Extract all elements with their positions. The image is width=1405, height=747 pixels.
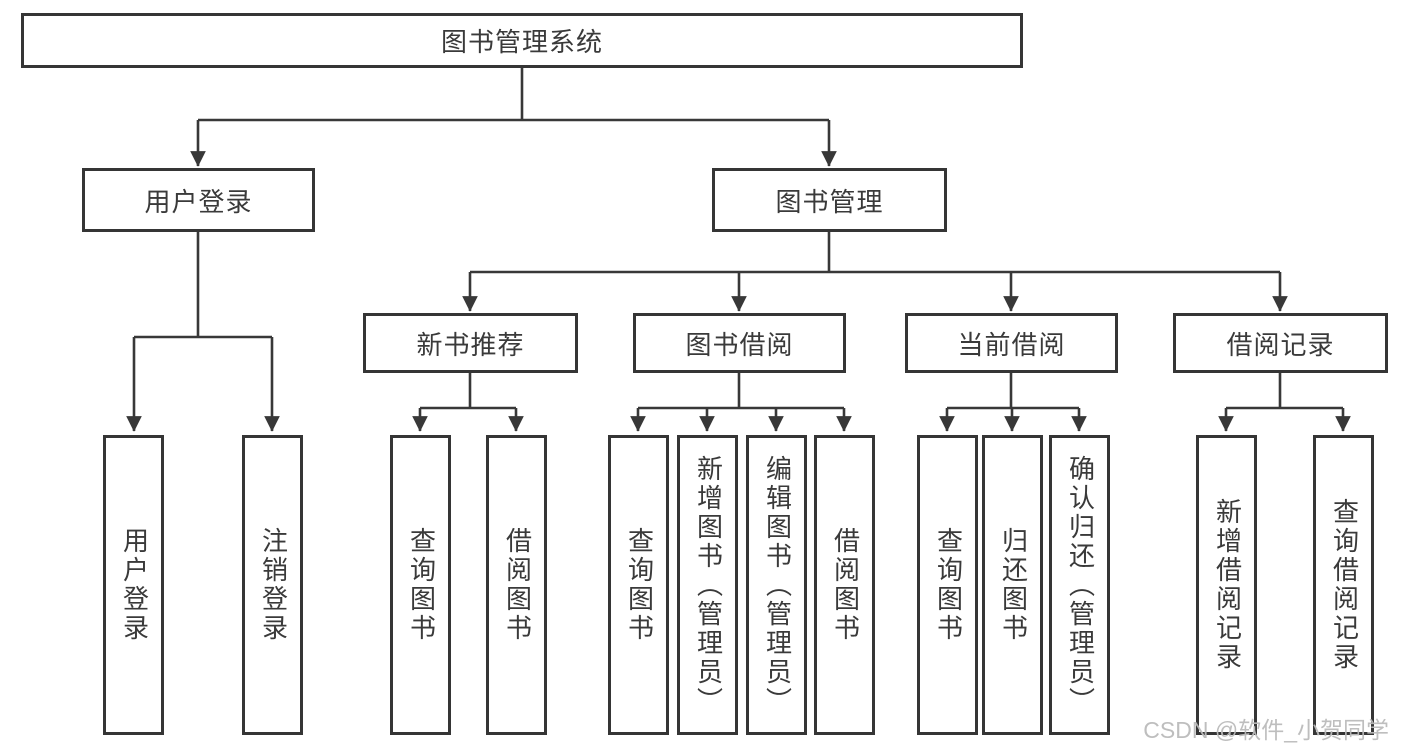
- leaf-logout: 注销登录: [242, 435, 303, 735]
- leaf-add-borrow-record: 新增借阅记录: [1196, 435, 1257, 735]
- leaf-query-books-3: 查询图书: [917, 435, 978, 735]
- leaf-add-borrow-record-label: 新增借阅记录: [1212, 498, 1243, 672]
- leaf-return-books-label: 归还图书: [998, 527, 1029, 643]
- node-new-book-recommend: 新书推荐: [363, 313, 578, 373]
- leaf-borrow-books-2-label: 借阅图书: [830, 527, 861, 643]
- leaf-query-books-3-label: 查询图书: [933, 527, 964, 643]
- leaf-query-books-1-label: 查询图书: [406, 527, 437, 643]
- node-book-borrow: 图书借阅: [633, 313, 846, 373]
- leaf-borrow-books-1: 借阅图书: [486, 435, 547, 735]
- node-user-login: 用户登录: [82, 168, 315, 232]
- leaf-user-login-label: 用户登录: [119, 527, 150, 643]
- leaf-user-login: 用户登录: [103, 435, 164, 735]
- csdn-watermark: CSDN @软件_小贺同学: [1143, 717, 1389, 743]
- node-book-management: 图书管理: [712, 168, 947, 232]
- leaf-query-borrow-record-label: 查询借阅记录: [1329, 498, 1360, 672]
- leaf-borrow-books-2: 借阅图书: [814, 435, 875, 735]
- leaf-query-books-1: 查询图书: [390, 435, 451, 735]
- leaf-query-borrow-record: 查询借阅记录: [1313, 435, 1374, 735]
- node-book-management-label: 图书管理: [775, 186, 884, 217]
- leaf-return-books: 归还图书: [982, 435, 1043, 735]
- leaf-edit-books-label: 编辑图书（管理员）: [762, 454, 793, 716]
- node-current-borrow-label: 当前借阅: [957, 329, 1066, 360]
- leaf-logout-label: 注销登录: [258, 527, 289, 643]
- node-book-borrow-label: 图书借阅: [685, 329, 794, 360]
- leaf-confirm-return: 确认归还（管理员）: [1049, 435, 1110, 735]
- node-borrow-records: 借阅记录: [1173, 313, 1388, 373]
- leaf-add-books: 新增图书（管理员）: [677, 435, 738, 735]
- leaf-borrow-books-1-label: 借阅图书: [502, 527, 533, 643]
- leaf-add-books-label: 新增图书（管理员）: [693, 454, 724, 716]
- leaf-edit-books: 编辑图书（管理员）: [746, 435, 807, 735]
- node-borrow-records-label: 借阅记录: [1226, 329, 1335, 360]
- node-user-login-label: 用户登录: [144, 186, 253, 217]
- leaf-query-books-2: 查询图书: [608, 435, 669, 735]
- leaf-confirm-return-label: 确认归还（管理员）: [1065, 454, 1096, 716]
- node-current-borrow: 当前借阅: [905, 313, 1118, 373]
- node-library-system: 图书管理系统: [21, 13, 1023, 68]
- leaf-query-books-2-label: 查询图书: [624, 527, 655, 643]
- node-new-book-recommend-label: 新书推荐: [416, 329, 525, 360]
- node-library-system-label: 图书管理系统: [440, 27, 603, 57]
